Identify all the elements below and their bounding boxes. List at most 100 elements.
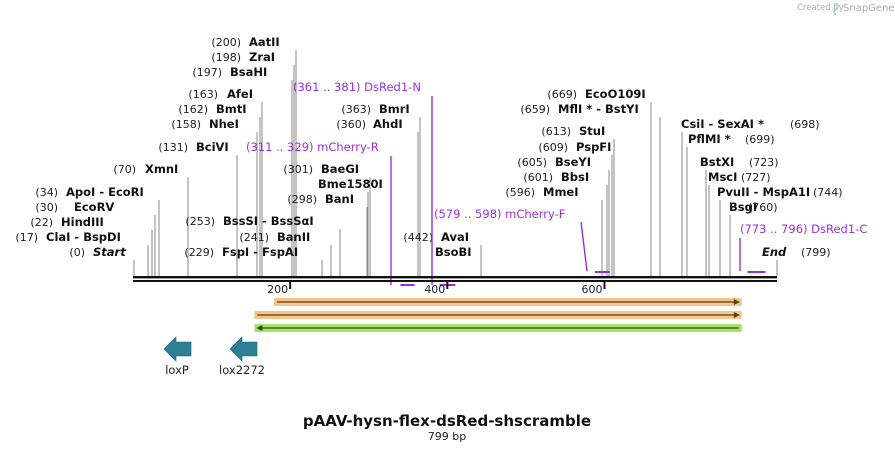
feature-bars xyxy=(254,298,742,332)
scale-tick-label: 200 xyxy=(267,283,288,296)
primer-label: (773 .. 796) DsRed1-C xyxy=(740,222,867,236)
site-lines xyxy=(133,50,778,276)
site-name: BseYI xyxy=(555,155,591,169)
site-name: BanII xyxy=(277,230,310,244)
site-position: (22) xyxy=(30,216,53,229)
site-name: AatII xyxy=(249,35,280,49)
site-position: (698) xyxy=(790,118,820,131)
site-name: MscI xyxy=(708,170,737,184)
site-position: (744) xyxy=(813,186,843,199)
site-position: (197) xyxy=(192,66,222,79)
site-name: BaeGI xyxy=(321,162,359,176)
site-name: BmrI xyxy=(379,102,410,116)
site-name: BbsI xyxy=(561,170,589,184)
site-position: (30) xyxy=(35,201,58,214)
feature-label: lox2272 xyxy=(219,363,265,377)
site-position: (298) xyxy=(287,193,317,206)
site-name: ApoI - EcoRI xyxy=(66,185,144,199)
site-position: (601) xyxy=(523,171,553,184)
site-name: PvuII - MspA1I xyxy=(717,185,810,199)
site-name: BanI xyxy=(325,192,354,206)
site-position: (799) xyxy=(801,246,831,259)
lox-arrow-icon xyxy=(163,336,192,362)
site-name: End xyxy=(762,245,787,259)
site-position: (659) xyxy=(520,103,550,116)
snapgene-logo-icon xyxy=(833,2,839,16)
site-position: (70) xyxy=(113,163,136,176)
site-position: (699) xyxy=(745,133,775,146)
feature-label: loxP xyxy=(165,363,189,377)
scale-tick-label: 600 xyxy=(581,283,602,296)
feature-arrows: loxP lox2272 xyxy=(163,336,265,377)
site-name: AvaI xyxy=(441,230,469,244)
site-name: FspI - FspAI xyxy=(222,245,298,259)
site-name: ZraI xyxy=(249,50,275,64)
arrow-right-icon xyxy=(733,299,740,305)
arrow-left-icon xyxy=(256,325,263,331)
site-position: (727) xyxy=(741,171,771,184)
scale-ticks: 200 400 600 xyxy=(267,282,606,296)
site-name: MflI * - BstYI xyxy=(558,102,639,116)
site-position: (131) xyxy=(158,141,188,154)
site-name: ClaI - BspDI xyxy=(46,230,121,244)
site-name: BmtI xyxy=(216,102,247,116)
primer-label: (361 .. 381) DsRed1-N xyxy=(293,80,421,94)
site-name: BssSI - BssSαI xyxy=(223,214,314,228)
site-position: (253) xyxy=(185,215,215,228)
site-position: (613) xyxy=(541,125,571,138)
site-name: EcoO109I xyxy=(585,87,646,101)
site-position: (605) xyxy=(517,156,547,169)
site-name: EcoRV xyxy=(74,200,114,214)
site-name: HindIII xyxy=(61,215,104,229)
map-title: pAAV-hysn-flex-dsRed-shscramble xyxy=(303,412,591,430)
site-position: (669) xyxy=(547,88,577,101)
site-name: StuI xyxy=(579,124,605,138)
site-position: (229) xyxy=(184,246,214,259)
site-name: AhdI xyxy=(373,117,403,131)
site-name: AfeI xyxy=(227,87,253,101)
site-position: (596) xyxy=(505,186,535,199)
scale-tick-label: 400 xyxy=(424,283,445,296)
site-position: (442) xyxy=(403,231,433,244)
site-name: PflMI * xyxy=(688,132,731,146)
site-position: (241) xyxy=(239,231,269,244)
site-position: (609) xyxy=(538,141,568,154)
site-position: (760) xyxy=(748,201,778,214)
site-position: (0) xyxy=(69,246,85,259)
primer-label: (579 .. 598) mCherry-F xyxy=(434,207,565,221)
map-length: 799 bp xyxy=(428,430,466,443)
site-name: BsgI xyxy=(729,200,757,214)
site-name: BsoBI xyxy=(435,245,472,259)
site-name: BstXI xyxy=(700,155,734,169)
site-name: PspFI xyxy=(576,140,611,154)
site-position: (17) xyxy=(15,231,38,244)
site-name: BciVI xyxy=(196,140,229,154)
sequence-backbone xyxy=(133,276,777,282)
site-position: (158) xyxy=(171,118,201,131)
site-position: (34) xyxy=(35,186,58,199)
site-position: (198) xyxy=(211,51,241,64)
primer-leader xyxy=(580,221,588,272)
site-position: (360) xyxy=(336,118,366,131)
site-name: XmnI xyxy=(145,162,178,176)
site-position: (723) xyxy=(749,156,779,169)
lox-arrow-icon xyxy=(229,336,258,362)
site-name: NheI xyxy=(209,117,239,131)
site-name: Bme1580I xyxy=(318,177,383,191)
site-name: BsaHI xyxy=(230,65,267,79)
site-position: (163) xyxy=(188,88,218,101)
brand-text: SnapGene xyxy=(843,3,895,14)
arrow-right-icon xyxy=(733,312,740,318)
primer-label: (311 .. 329) mCherry-R xyxy=(246,140,379,154)
credit-text: Created by xyxy=(797,3,844,13)
site-labels: AatII(200)ZraI(198)BsaHI(197)AfeI(163)Bm… xyxy=(15,35,842,259)
site-name: CsiI - SexAI * xyxy=(681,117,764,131)
site-position: (200) xyxy=(211,36,241,49)
site-name: Start xyxy=(93,245,126,259)
site-position: (301) xyxy=(283,163,313,176)
site-position: (162) xyxy=(178,103,208,116)
site-position: (363) xyxy=(341,103,371,116)
site-name: MmeI xyxy=(543,185,579,199)
primer-layer: (361 .. 381) DsRed1-N (311 .. 329) mCherr… xyxy=(246,80,867,286)
